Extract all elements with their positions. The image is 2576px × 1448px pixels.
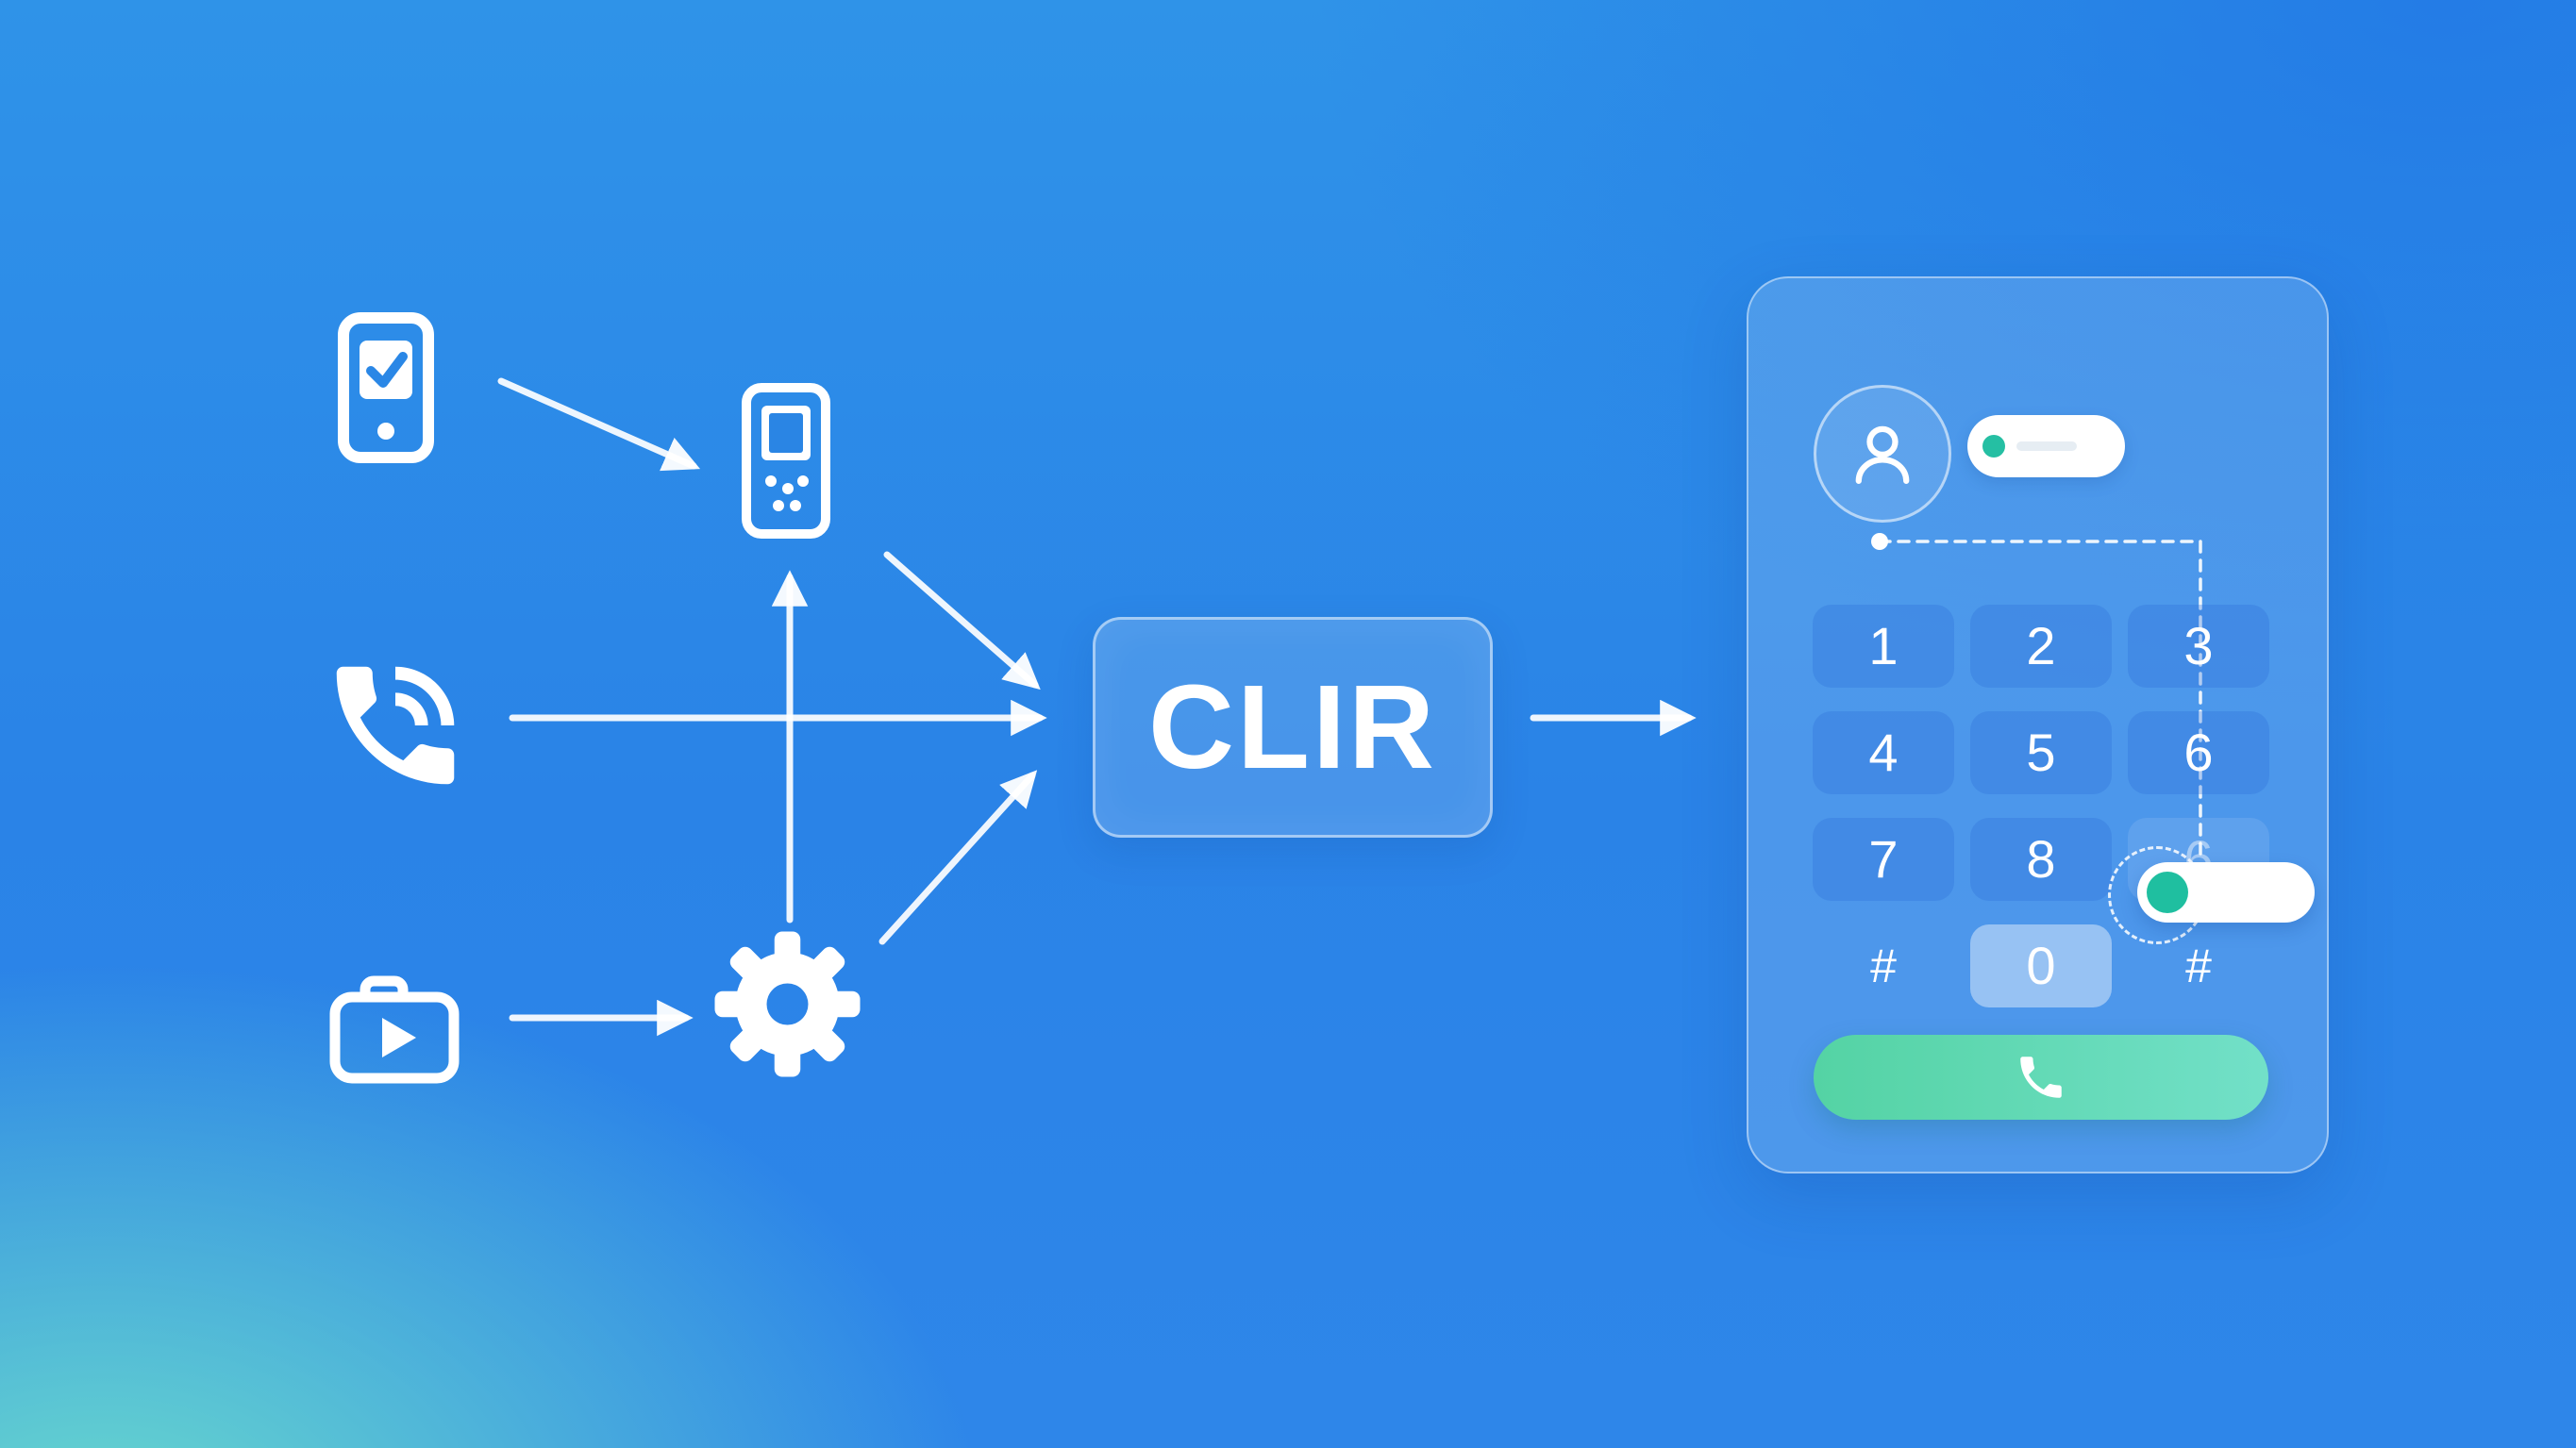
key-7[interactable]: 7 <box>1813 818 1954 901</box>
arrow-smartphone-to-featurephone <box>497 377 701 472</box>
clir-toggle-switch[interactable] <box>2137 862 2315 923</box>
key-6[interactable]: 6 <box>2128 711 2269 794</box>
key-8[interactable]: 8 <box>1970 818 2112 901</box>
key-5[interactable]: 5 <box>1970 711 2112 794</box>
status-placeholder-line <box>2016 441 2077 451</box>
key-1[interactable]: 1 <box>1813 605 1954 688</box>
phone-dialer-panel: 1 2 3 4 5 6 7 8 6 # 0 # <box>1747 276 2329 1173</box>
feature-phone-icon <box>739 383 833 539</box>
keypad: 1 2 3 4 5 6 7 8 6 # 0 # <box>1813 605 2269 1007</box>
key-0[interactable]: 0 <box>1970 924 2112 1007</box>
user-avatar-icon <box>1855 425 1910 484</box>
key-hash-right[interactable]: # <box>2128 924 2269 1007</box>
phone-call-icon <box>2020 1057 2062 1098</box>
arrow-gear-to-clir <box>878 770 1038 945</box>
toggle-knob <box>2147 872 2188 913</box>
dashed-trace-line <box>1878 540 2202 858</box>
smartphone-check-icon <box>337 312 435 463</box>
key-3[interactable]: 3 <box>2128 605 2269 688</box>
status-dot <box>1982 435 2005 458</box>
video-camera-icon <box>326 969 463 1087</box>
clir-label: CLIR <box>1148 660 1437 793</box>
arrow-featurephone-to-clir <box>883 551 1041 691</box>
key-4[interactable]: 4 <box>1813 711 1954 794</box>
key-2[interactable]: 2 <box>1970 605 2112 688</box>
caller-id-pill <box>1967 415 2125 477</box>
call-button[interactable] <box>1814 1035 2268 1120</box>
clir-box: CLIR <box>1093 617 1493 838</box>
user-avatar <box>1814 385 1951 523</box>
gear-icon <box>710 926 865 1082</box>
phone-handset-icon <box>317 647 474 804</box>
key-hash-left[interactable]: # <box>1813 924 1954 1007</box>
